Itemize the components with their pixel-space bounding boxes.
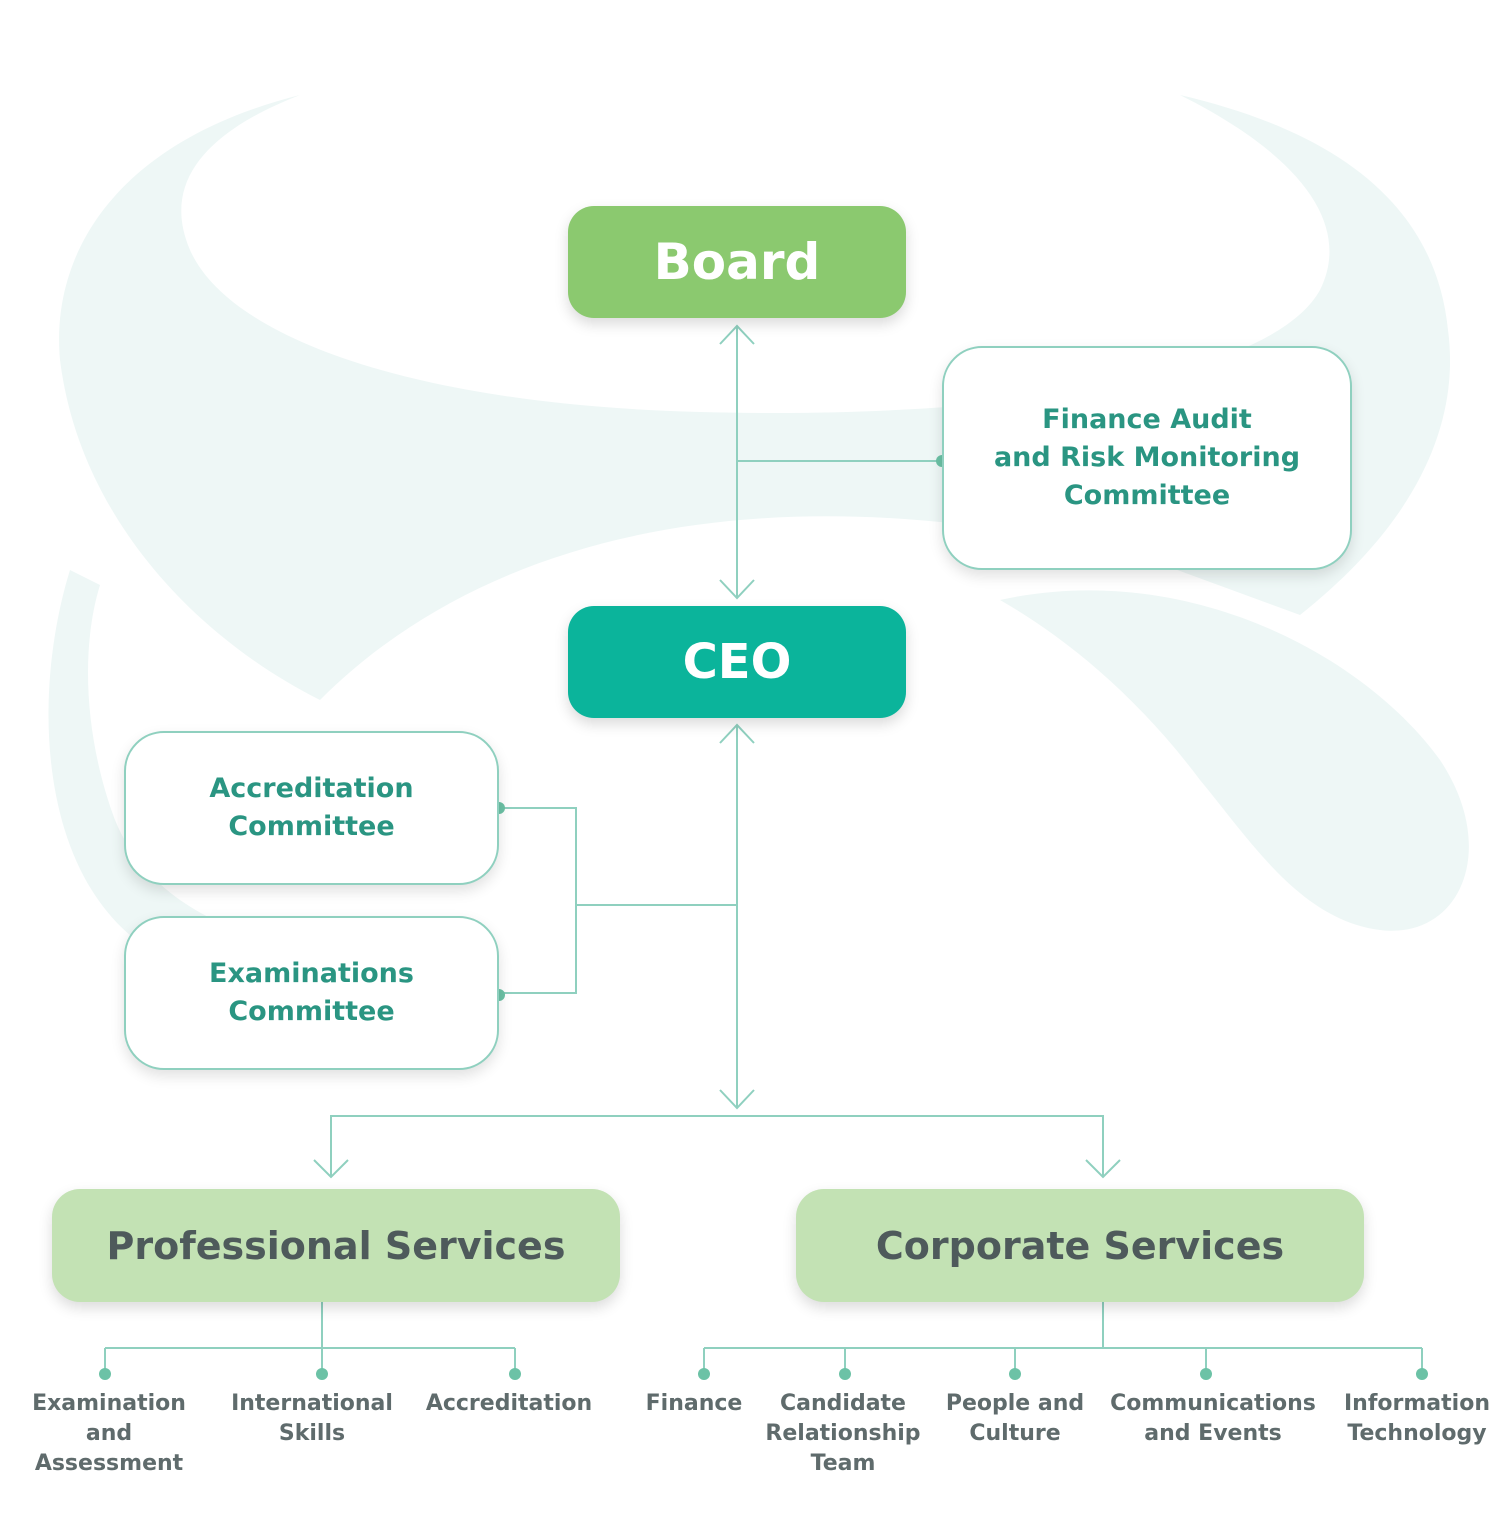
unit-people-and-culture: People and Culture <box>945 1391 1085 1446</box>
committee-bracket <box>499 807 577 994</box>
unit-accreditation: Accreditation <box>425 1391 593 1416</box>
unit-candidate-relationship-team: Candidate Relationship Team <box>765 1391 921 1476</box>
ceo-bottom-arrowhead <box>719 723 755 744</box>
professional-arrowhead <box>313 1159 349 1179</box>
unit-information-technology: Information Technology <box>1344 1391 1490 1446</box>
unit-dot <box>698 1368 710 1380</box>
right-swirl <box>1000 590 1469 931</box>
finance-audit-committee-node: Finance Audit and Risk Monitoring Commit… <box>942 346 1352 570</box>
board-arrowhead <box>719 324 755 345</box>
unit-finance: Finance <box>645 1391 743 1416</box>
ceo-top-arrowhead <box>719 579 755 600</box>
unit-dot <box>1200 1368 1212 1380</box>
unit-examination-and-assessment: Examination and Assessment <box>32 1391 186 1476</box>
unit-dot <box>1009 1368 1021 1380</box>
accreditation-committee-node: Accreditation Committee <box>124 731 499 885</box>
ceo-node: CEO <box>568 606 906 718</box>
corporate-arrowhead <box>1085 1159 1121 1179</box>
professional-services-node: Professional Services <box>52 1189 620 1302</box>
services-split <box>330 1115 1104 1176</box>
corporate-services-node: Corporate Services <box>796 1189 1364 1302</box>
top-swirl <box>59 95 1451 700</box>
services-arrowhead <box>719 1089 755 1110</box>
unit-dot <box>99 1368 111 1380</box>
board-node: Board <box>568 206 906 318</box>
unit-international-skills: International Skills <box>231 1391 393 1446</box>
examinations-committee-node: Examinations Committee <box>124 916 499 1070</box>
unit-dot <box>839 1368 851 1380</box>
unit-dot <box>1416 1368 1428 1380</box>
unit-dot <box>509 1368 521 1380</box>
unit-dot <box>316 1368 328 1380</box>
unit-communications-and-events: Communications and Events <box>1110 1391 1316 1446</box>
